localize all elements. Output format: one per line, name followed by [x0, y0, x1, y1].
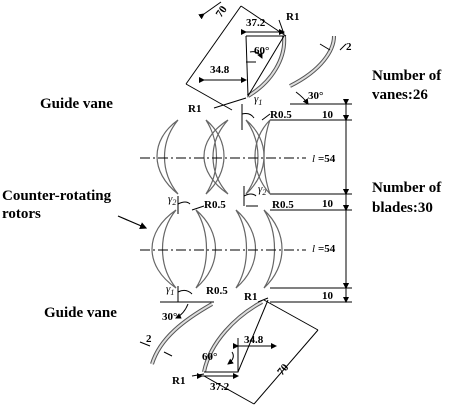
label-guide-vane-top: Guide vane — [40, 96, 113, 112]
dim-34-8-top: 34.8 — [210, 64, 230, 76]
top-vane-detail — [185, 1, 287, 111]
radius-r1-bottom-left: R1 — [172, 375, 185, 387]
centerlines — [140, 157, 306, 251]
label-blades-2: blades:30 — [372, 200, 433, 216]
gamma-2-right: γ2 — [258, 183, 266, 197]
gap-10-a: 10 — [322, 109, 334, 121]
radius-r1-top-right: R1 — [286, 11, 299, 23]
gap-10-c: 10 — [322, 290, 334, 302]
gamma-markers — [177, 104, 271, 302]
angle-30-bottom: 30° — [162, 311, 177, 323]
thickness-2-bottom: 2 — [146, 333, 152, 345]
thickness-2-top: 2 — [346, 41, 352, 53]
gap-10-b: 10 — [322, 198, 334, 210]
radius-r0-5-right: R0.5 — [272, 199, 294, 211]
radius-r1-bottom-right: R1 — [244, 291, 257, 303]
lower-rotor-blades — [151, 209, 283, 289]
right-dimension-stack — [270, 99, 352, 303]
bottom-vane-detail — [191, 297, 319, 405]
dim-37-2-top: 37.2 — [246, 17, 266, 29]
gamma-1-top: γ1 — [254, 93, 262, 107]
upper-rotor-blades — [156, 119, 271, 195]
top-vane-triangle — [245, 35, 285, 98]
label-vanes-2: vanes:26 — [372, 87, 428, 103]
lower-thin-blade — [139, 301, 214, 365]
label-counter-rotating-1: Counter-rotating — [2, 188, 112, 204]
pitch-l-bottom: l — [312, 243, 315, 255]
angle-60-top: 60° — [254, 45, 269, 57]
angle-60-bottom: 60° — [202, 351, 217, 363]
radius-r0-5-left: R0.5 — [204, 199, 226, 211]
label-counter-rotating-2: rotors — [2, 206, 41, 222]
label-vanes-1: Number of — [372, 68, 442, 84]
dim-34-8-bottom: 34.8 — [244, 334, 264, 346]
label-blades-1: Number of — [372, 180, 442, 196]
dim-37-2-bottom: 37.2 — [210, 381, 230, 393]
pitch-l-top: l — [312, 153, 315, 165]
pitch-value-top: =54 — [318, 153, 336, 165]
angle-30-top: 30° — [308, 90, 323, 102]
label-guide-vane-bottom: Guide vane — [44, 305, 117, 321]
dim-line-70-top — [198, 1, 222, 20]
gamma-1-bottom: γ1 — [166, 283, 174, 297]
radius-r0-5-bottom: R0.5 — [206, 285, 228, 297]
gamma-2-left: γ2 — [168, 193, 176, 207]
pitch-value-bottom: =54 — [318, 243, 336, 255]
label-arrows — [117, 215, 148, 229]
radius-r0-5-top: R0.5 — [270, 109, 292, 121]
radius-r1-top-left: R1 — [188, 103, 201, 115]
